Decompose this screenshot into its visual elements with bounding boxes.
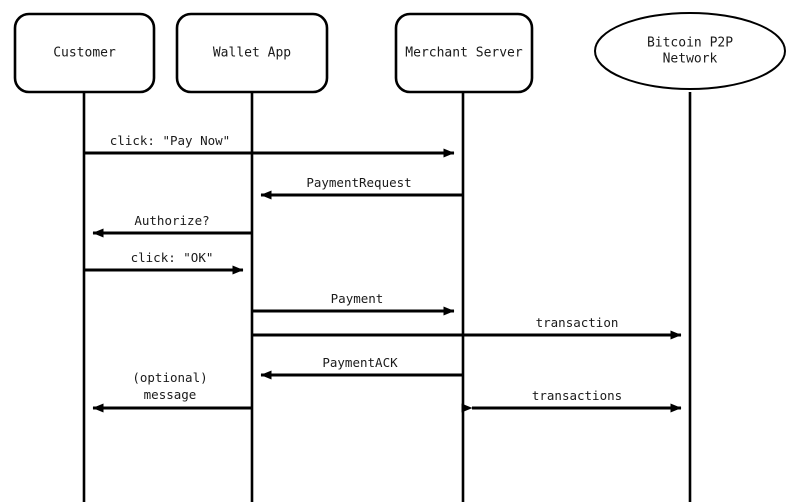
message-label-msg-payment: Payment bbox=[331, 291, 384, 306]
message-label-msg-authorize: Authorize? bbox=[134, 213, 209, 228]
participant-shape-box-wallet-app bbox=[175, 12, 329, 94]
participant-label-customer: Customer bbox=[53, 46, 116, 61]
message-msg-click-pay-now[interactable]: click: "Pay Now" bbox=[84, 133, 455, 158]
message-label-msg-optional-message: (optional) bbox=[132, 370, 207, 385]
messages-layer: click: "Pay Now" PaymentRequestAuthorize?… bbox=[84, 133, 682, 413]
message-msg-transactions[interactable]: transactions bbox=[461, 388, 682, 413]
participant-customer[interactable]: Customer bbox=[13, 12, 156, 94]
message-label-msg-payment-ack: PaymentACK bbox=[322, 355, 398, 370]
message-msg-click-ok[interactable]: click: "OK" bbox=[84, 250, 244, 275]
lifelines-layer bbox=[82, 92, 692, 502]
message-msg-authorize[interactable]: Authorize? bbox=[92, 213, 252, 238]
message-label-msg-optional-message: message bbox=[144, 387, 197, 402]
message-msg-transaction[interactable]: transaction bbox=[252, 315, 682, 340]
message-label-msg-payment-request: PaymentRequest bbox=[306, 175, 411, 190]
message-msg-payment-ack[interactable]: PaymentACK bbox=[260, 355, 463, 380]
participant-label-bitcoin-p2p-network: Network bbox=[663, 52, 718, 67]
message-label-msg-transactions: transactions bbox=[532, 388, 622, 403]
message-msg-payment-request[interactable]: PaymentRequest bbox=[260, 175, 463, 200]
message-msg-payment[interactable]: Payment bbox=[252, 291, 455, 316]
participant-shape-box-merchant-server bbox=[394, 12, 534, 94]
participant-shape-ellipse-bitcoin-p2p-network bbox=[594, 12, 786, 90]
message-msg-optional-message[interactable]: (optional) message bbox=[92, 370, 252, 413]
participant-label-wallet-app: Wallet App bbox=[213, 46, 291, 61]
participant-label-bitcoin-p2p-network: Bitcoin P2P bbox=[647, 36, 733, 51]
participant-label-merchant-server: Merchant Server bbox=[405, 46, 523, 61]
participant-shape-box-customer bbox=[13, 12, 156, 94]
participant-merchant-server[interactable]: Merchant Server bbox=[394, 12, 534, 94]
participant-wallet-app[interactable]: Wallet App bbox=[175, 12, 329, 94]
message-label-msg-transaction: transaction bbox=[536, 315, 619, 330]
message-label-msg-click-pay-now: click: "Pay Now" bbox=[110, 133, 230, 148]
participants-layer: Customer Wallet App Merchant Server Bitcoin… bbox=[13, 12, 786, 94]
message-label-msg-click-ok: click: "OK" bbox=[131, 250, 214, 265]
